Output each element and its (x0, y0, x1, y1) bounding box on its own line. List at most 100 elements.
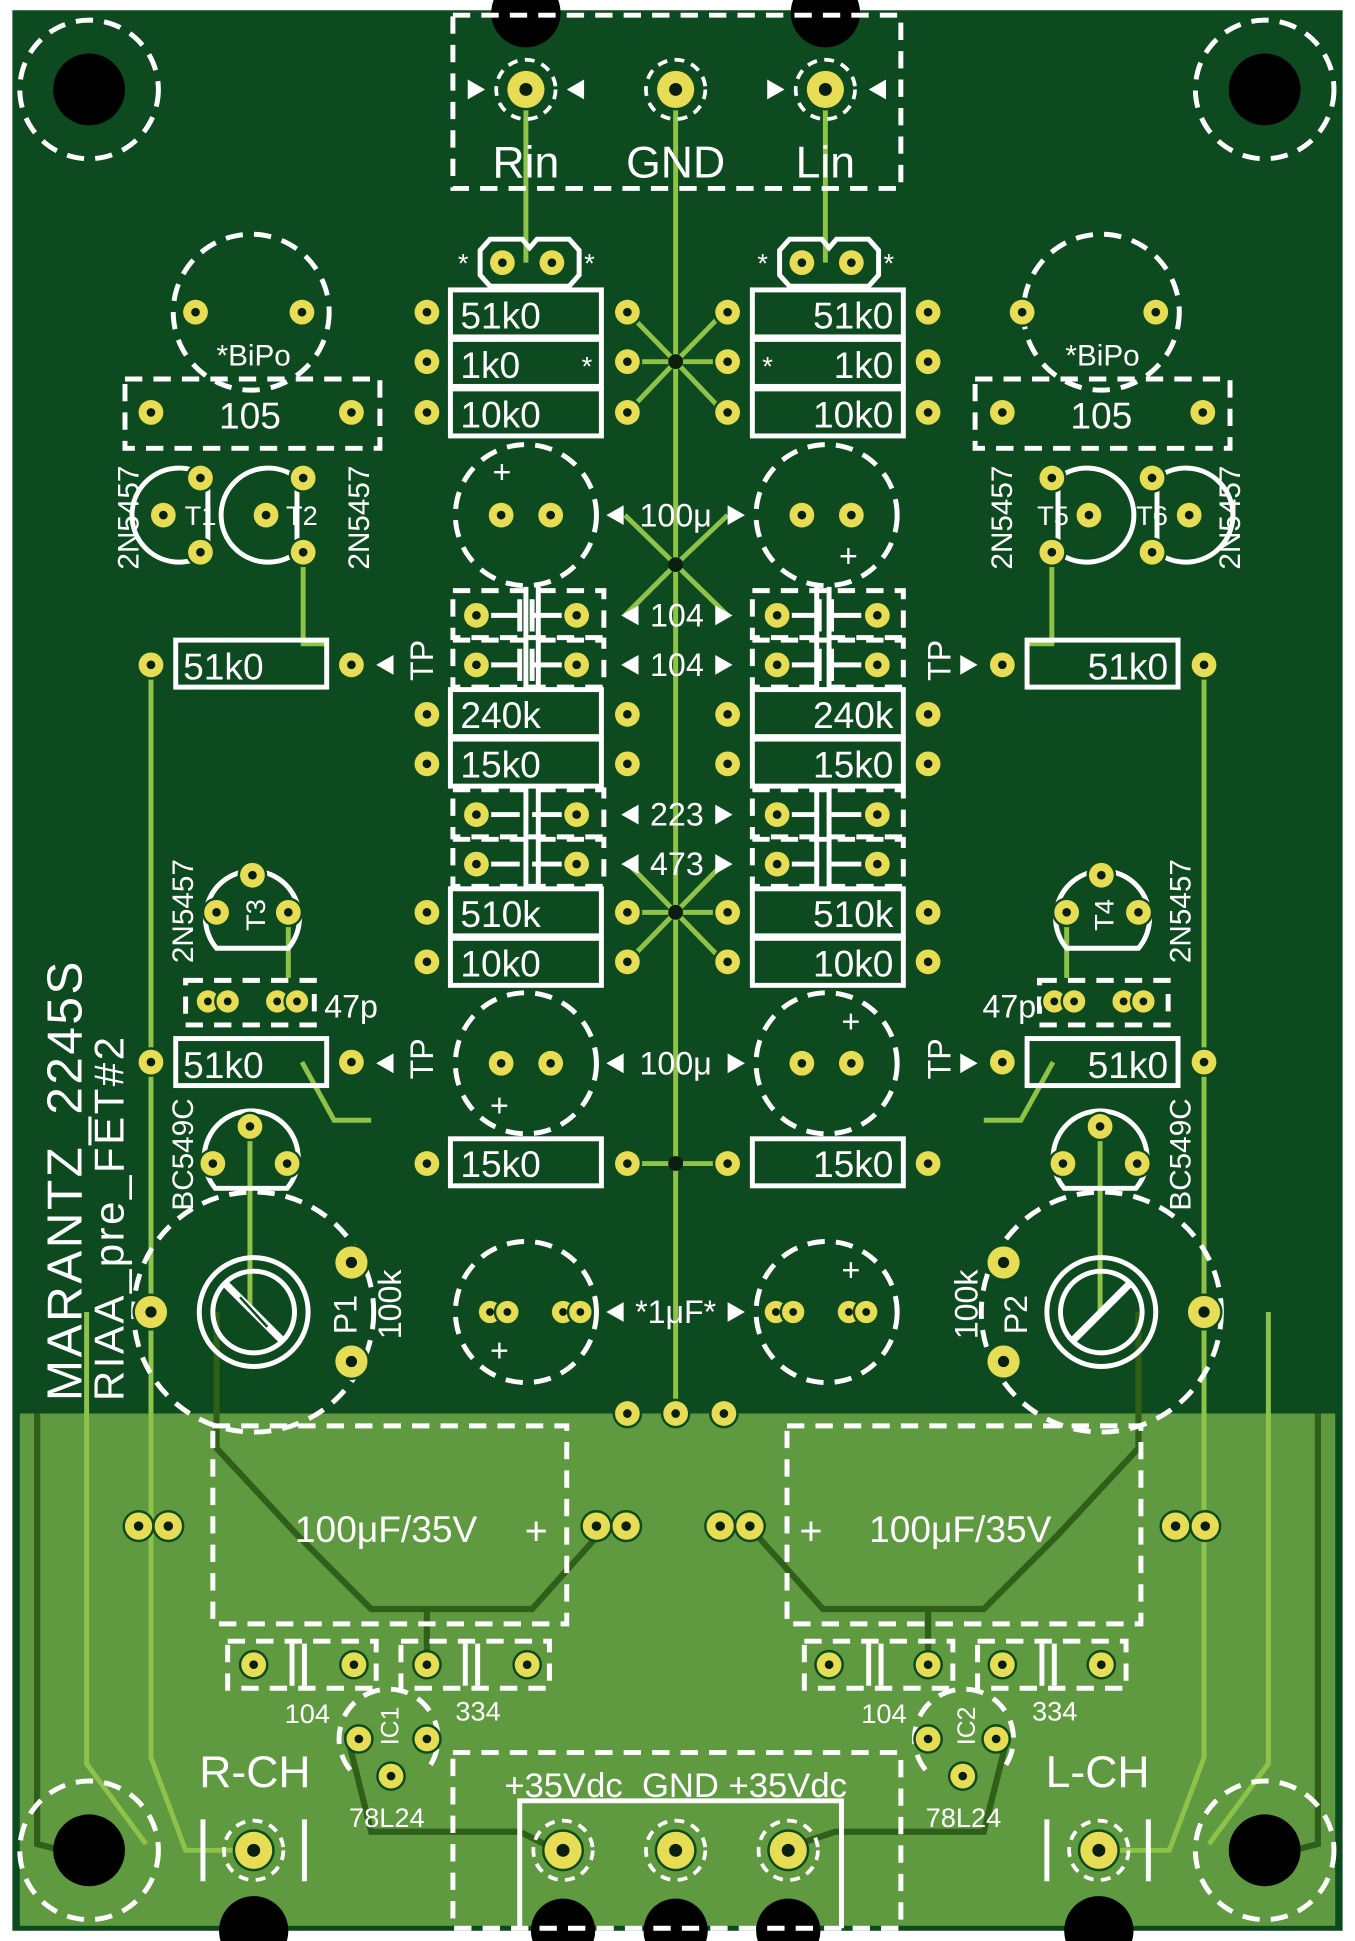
svg-text:100k: 100k (949, 1269, 985, 1340)
svg-text:100μ: 100μ (640, 1045, 712, 1081)
drill-hole (844, 1308, 853, 1316)
drill-hole (282, 1159, 292, 1168)
psu-cap-right: 100μF/35V + (784, 1423, 1144, 1627)
tp-resistor-right: 51k0 TP (921, 637, 1181, 690)
drill-hole (781, 1843, 795, 1857)
drill-hole (772, 859, 782, 869)
svg-text:IC1: IC1 (377, 1707, 404, 1746)
drill-hole (1134, 908, 1143, 917)
drill-hole (991, 1734, 1001, 1744)
input-jumper-right: ** (757, 236, 895, 289)
potentiometer-p1: P1 100k (131, 1189, 408, 1435)
drill-hole (621, 1521, 631, 1531)
drill-hole (923, 759, 933, 769)
drill-hole (1170, 1521, 1181, 1531)
drill-hole (472, 859, 481, 869)
svg-text:510k: 510k (460, 893, 541, 935)
drill-hole (1058, 1159, 1068, 1168)
drill-hole (923, 1159, 933, 1168)
regulator-ic1: IC1 78L24 (336, 1686, 441, 1833)
svg-text:51k0: 51k0 (1088, 1044, 1168, 1086)
drill-hole (196, 547, 205, 557)
mounting-hole (17, 1778, 161, 1923)
resistor-group-bottom: 15k0 15k0 (447, 1136, 906, 1189)
drill-hole (1096, 870, 1106, 880)
test-point-label: TP (921, 640, 957, 681)
drill-hole (1147, 473, 1157, 483)
drill-hole (723, 759, 732, 769)
transistor-t2: T2 (218, 465, 318, 565)
svg-text:BC549C: BC549C (167, 1098, 200, 1210)
drill-hole (472, 810, 481, 819)
drill-hole (422, 957, 432, 967)
resistor-label: 10k0 (813, 393, 893, 435)
drill-hole (1198, 1306, 1210, 1318)
drill-hole (572, 660, 581, 670)
pad-silk-ring (756, 1818, 820, 1882)
small-cap-left: 47p (183, 977, 378, 1028)
drill-hole (472, 611, 481, 620)
drill-hole (797, 258, 807, 268)
drill-hole (1199, 1057, 1209, 1067)
drill-hole (1062, 908, 1072, 917)
drill-hole (797, 1058, 807, 1068)
svg-text:100μF/35V: 100μF/35V (869, 1508, 1052, 1550)
svg-text:240k: 240k (460, 694, 541, 736)
drill-hole (745, 1521, 755, 1531)
pad-silk-ring (644, 57, 708, 121)
resistor-label: 1k0 (834, 344, 894, 386)
drill-hole (847, 1058, 856, 1068)
svg-text:15k0: 15k0 (460, 743, 540, 785)
svg-text:51k0: 51k0 (1088, 646, 1168, 688)
svg-text:*: * (582, 350, 593, 381)
svg-text:*: * (884, 248, 895, 279)
pad-layer (122, 57, 1223, 1882)
connector-label-gnd: GND (626, 138, 725, 187)
drill-hole (472, 660, 481, 670)
psu-cap-left: 100μF/35V + (210, 1423, 570, 1627)
pad-silk-ring (494, 57, 558, 121)
drill-hole (422, 307, 432, 317)
drill-hole (997, 1355, 1010, 1368)
drill-hole (623, 759, 632, 769)
drill-hole (958, 1771, 968, 1781)
drill-hole (1092, 1843, 1106, 1857)
drill-hole (997, 408, 1007, 417)
drill-hole (1198, 408, 1208, 417)
svg-text:IC2: IC2 (954, 1707, 981, 1746)
svg-text:+: + (525, 1510, 548, 1554)
pad-silk-ring (1067, 1818, 1131, 1882)
drill-hole (298, 547, 308, 557)
drill-hole (671, 1409, 680, 1418)
drill-hole (723, 957, 732, 967)
drill-hole (422, 908, 432, 917)
power-connector: +35Vdc GND +35Vdc (450, 1750, 904, 1931)
resistor-group-mid: 240k 15k0 240k 15k0 (447, 687, 906, 789)
drill-hole (572, 611, 581, 620)
svg-text:240k: 240k (813, 694, 894, 736)
jfet-type-label: 2N5457 (343, 466, 376, 570)
drill-hole (723, 408, 732, 417)
test-point-label: TP (404, 1038, 440, 1079)
svg-text:T6: T6 (1136, 500, 1168, 531)
drill-hole (496, 510, 506, 520)
drill-hole (212, 908, 221, 917)
jfet-type-label: 2N5457 (1214, 466, 1247, 570)
svg-text:*: * (762, 350, 773, 381)
svg-text:*: * (757, 248, 768, 279)
drill-hole (145, 1306, 157, 1318)
svg-text:T3: T3 (240, 899, 271, 931)
drill-hole (789, 1308, 798, 1316)
drill-hole (623, 710, 632, 719)
svg-text:100k: 100k (372, 1269, 408, 1340)
svg-text:47p: 47p (324, 989, 378, 1025)
drill-hole (146, 408, 156, 417)
svg-text:BC549C: BC549C (1164, 1098, 1197, 1210)
drill-hole (519, 82, 533, 96)
resistor-group-low: 510k 10k0 510k 10k0 (447, 886, 906, 988)
svg-text:*1μF*: *1μF* (635, 1294, 717, 1330)
drill-hole (1184, 510, 1194, 520)
drill-hole (623, 408, 632, 417)
drill-hole (248, 870, 257, 880)
